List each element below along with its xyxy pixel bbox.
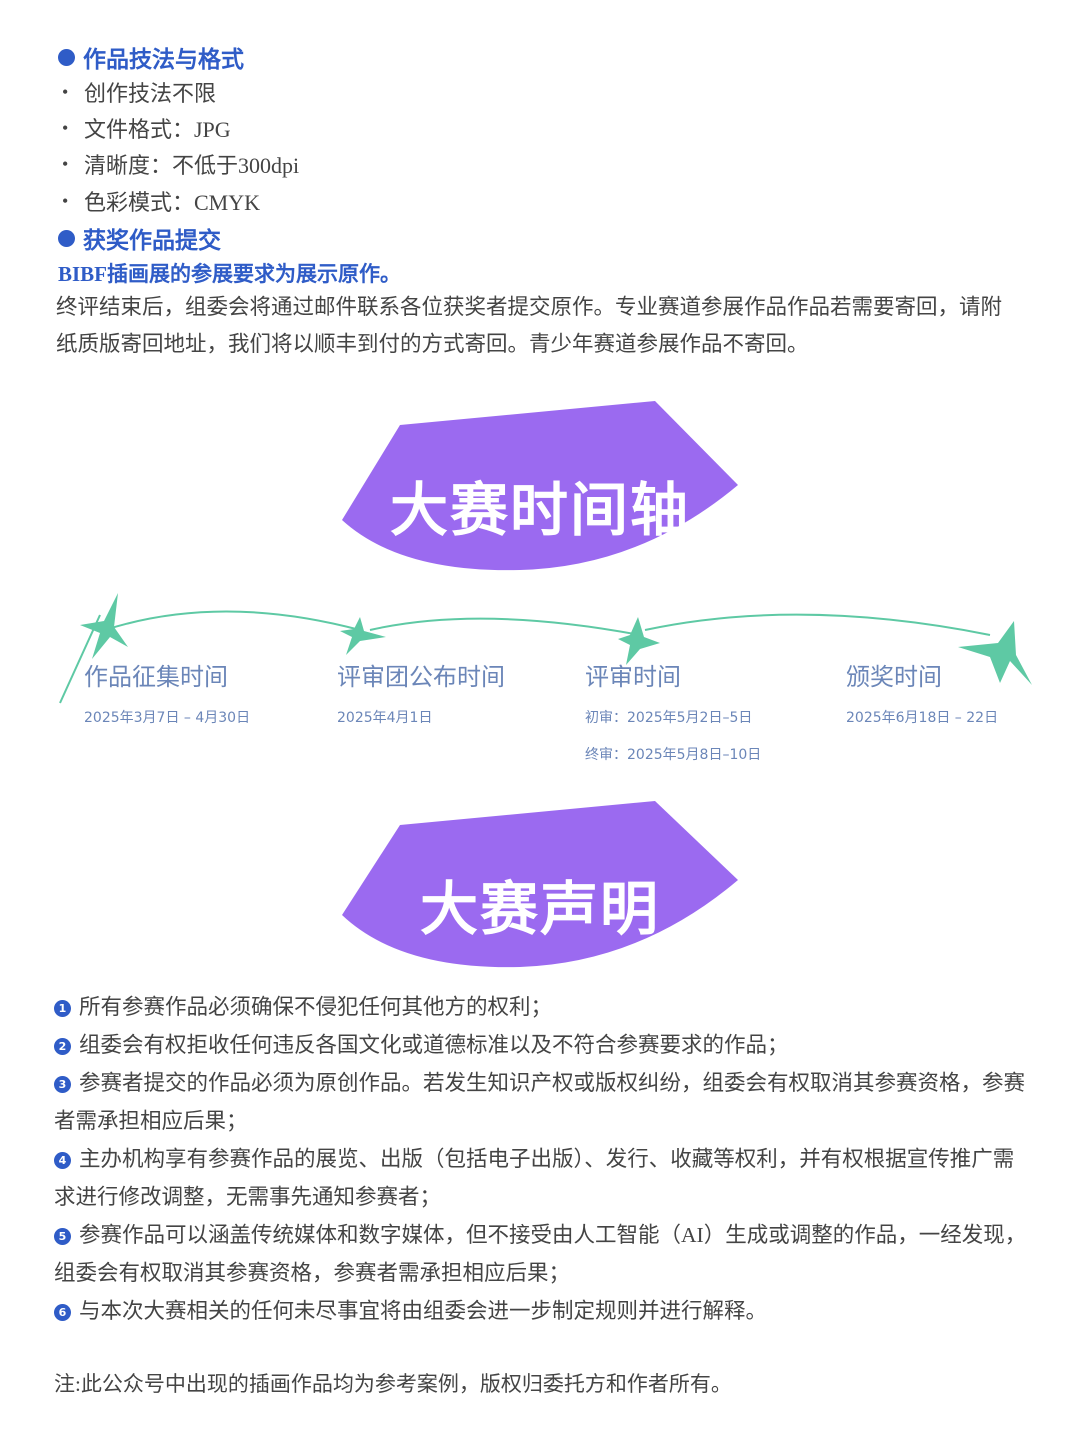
footnote: 注:此公众号中出现的插画作品均为参考案例，版权归委托方和作者所有。: [54, 1372, 732, 1396]
timeline-stage-date: 2025年4月1日: [337, 710, 433, 726]
star-icon: [618, 617, 660, 665]
statement-text: 组委会有权拒收任何违反各国文化或道德标准以及不符合参赛要求的作品；: [79, 1033, 789, 1057]
timeline-banner-shape: [342, 401, 738, 571]
timeline-track: [59, 593, 1032, 704]
statement-text: 与本次大赛相关的任何未尽事宜将由组委会进一步制定规则并进行解释。: [79, 1299, 768, 1323]
list-item: •创作技法不限: [62, 76, 216, 108]
submission-paragraph: 终评结束后，组委会将通过邮件联系各位获奖者提交原作。专业赛道参展作品作品若需要寄…: [56, 295, 1003, 356]
section-heading-submission: 获奖作品提交: [58, 221, 221, 255]
list-item-text: 色彩模式：CMYK: [84, 190, 261, 215]
statement-text: 参赛作品可以涵盖传统媒体和数字媒体，但不接受由人工智能（AI）生成或调整的作品，…: [54, 1223, 1027, 1285]
statement-item: 6 与本次大赛相关的任何未尽事宜将由组委会进一步制定规则并进行解释。: [54, 1292, 1034, 1330]
bullet-dot-icon: [58, 229, 75, 247]
statement-text: 主办机构享有参赛作品的展览、出版（包括电子出版）、发行、收藏等权利，并有权根据宣…: [54, 1147, 1015, 1209]
number-badge-icon: 4: [54, 1152, 71, 1169]
number-badge-icon: 2: [54, 1038, 71, 1055]
number-badge-icon: 1: [54, 1000, 71, 1017]
number-badge-icon: 5: [54, 1228, 71, 1245]
timeline-stage-title: 评审团公布时间: [337, 663, 505, 691]
list-item-text: 文件格式：JPG: [84, 117, 231, 142]
list-item: •色彩模式：CMYK: [62, 185, 260, 217]
statement-text: 参赛者提交的作品必须为原创作品。若发生知识产权或版权纠纷，组委会有权取消其参赛资…: [54, 1071, 1026, 1133]
statement-text: 所有参赛作品必须确保不侵犯任何其他方的权利；: [79, 995, 553, 1019]
statement-banner-title: 大赛声明: [419, 875, 660, 943]
star-icon: [340, 617, 386, 655]
timeline-stage-date: 终审：2025年5月8日–10日: [585, 747, 762, 763]
technique-heading: 作品技法与格式: [83, 47, 244, 73]
timeline-stage-date: 初审：2025年5月2日–5日: [585, 710, 753, 726]
timeline-stage-title: 评审时间: [585, 663, 681, 691]
list-item-text: 清晰度：不低于300dpi: [84, 153, 300, 178]
timeline-banner-title: 大赛时间轴: [389, 476, 690, 544]
timeline-stage-title: 作品征集时间: [84, 663, 228, 691]
list-item: •清晰度：不低于300dpi: [62, 148, 299, 180]
star-icon: [958, 621, 1032, 685]
number-badge-icon: 6: [54, 1304, 71, 1321]
list-item-text: 创作技法不限: [84, 81, 217, 106]
number-badge-icon: 3: [54, 1076, 71, 1093]
submission-highlight: BIBF插画展的参展要求为展示原作。: [58, 262, 402, 286]
timeline-stage-date: 2025年6月18日 – 22日: [846, 710, 999, 726]
statement-banner-shape: [342, 801, 738, 968]
section-heading-technique: 作品技法与格式: [58, 40, 244, 74]
star-icon: [80, 593, 128, 659]
submission-heading: 获奖作品提交: [83, 228, 221, 254]
statement-item: 2 组委会有权拒收任何违反各国文化或道德标准以及不符合参赛要求的作品；: [54, 1026, 1034, 1064]
list-item: •文件格式：JPG: [62, 112, 231, 144]
timeline-stage-title: 颁奖时间: [846, 663, 942, 691]
bullet-dot-icon: [58, 48, 75, 66]
statement-item: 1 所有参赛作品必须确保不侵犯任何其他方的权利；: [54, 988, 1034, 1026]
timeline-stage-date: 2025年3月7日 – 4月30日: [84, 710, 251, 726]
